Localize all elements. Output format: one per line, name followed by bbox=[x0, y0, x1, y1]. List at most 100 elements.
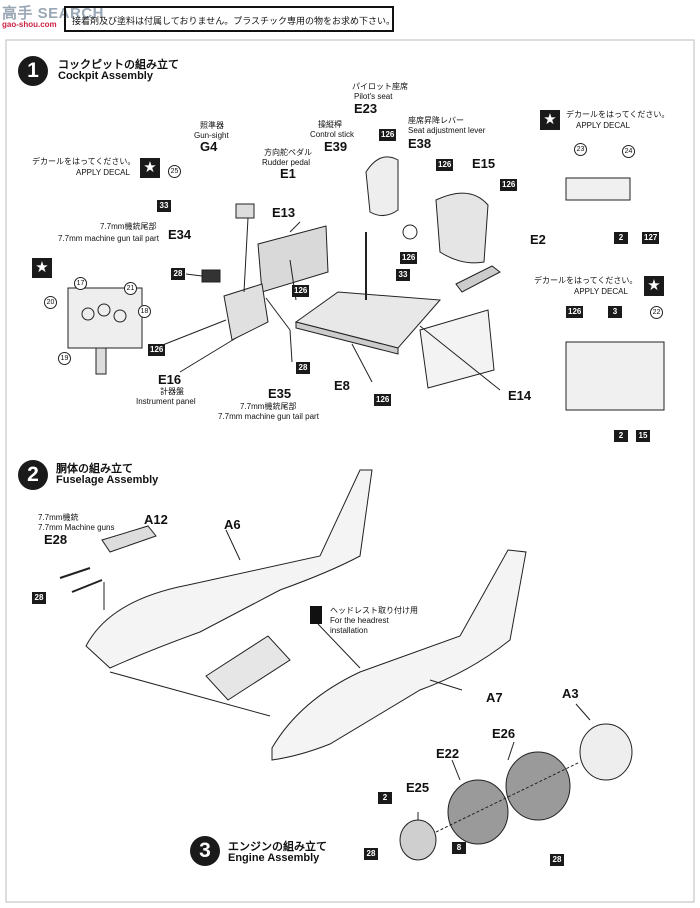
decal-number-17: 17 bbox=[74, 277, 87, 290]
color-tag-28: 28 bbox=[32, 592, 46, 604]
pilot-seat-en: Pilot's seat bbox=[354, 92, 393, 101]
instrument-panel-en: Instrument panel bbox=[136, 397, 196, 406]
color-tag-28: 28 bbox=[296, 362, 310, 374]
decal-number-23: 23 bbox=[574, 143, 587, 156]
machine-guns-en: 7.7mm Machine guns bbox=[38, 523, 115, 532]
decal-number-21: 21 bbox=[124, 282, 137, 295]
decal-note-topright-en: APPLY DECAL bbox=[576, 121, 630, 130]
color-tag-126: 126 bbox=[500, 179, 518, 191]
color-tag-8: 8 bbox=[452, 842, 466, 854]
mg-tail-right-jp: 7.7mm機銃尾部 bbox=[240, 402, 297, 411]
engine-row-e26 bbox=[505, 751, 571, 821]
seat-lever-jp: 座席昇降レバー bbox=[408, 116, 464, 125]
part-label-g4: G4 bbox=[200, 139, 218, 154]
cockpit-assembly-installed bbox=[205, 635, 291, 701]
decal-note-right-jp: デカールをはってください。 bbox=[534, 276, 638, 285]
mg-gun-2 bbox=[71, 579, 103, 593]
color-tag-28: 28 bbox=[550, 854, 564, 866]
step-2-title-jp: 胴体の組み立て bbox=[56, 463, 133, 475]
part-label-e22: E22 bbox=[436, 746, 460, 761]
color-tag-33: 33 bbox=[157, 200, 171, 212]
mg-tail-left-jp: 7.7mm機銃尾部 bbox=[100, 222, 157, 231]
step-3-title-jp: エンジンの組み立て bbox=[228, 841, 327, 853]
part-label-a12: A12 bbox=[144, 512, 168, 527]
cockpit-floor-edge bbox=[295, 321, 399, 355]
color-tag-2: 2 bbox=[378, 792, 392, 804]
star-icon: ★ bbox=[140, 158, 160, 178]
part-label-e14: E14 bbox=[508, 388, 532, 403]
part-label-e28: E28 bbox=[44, 532, 68, 547]
glue-icon bbox=[310, 606, 322, 624]
decal-note-topright-jp: デカールをはってください。 bbox=[566, 110, 670, 119]
star-icon: ★ bbox=[644, 276, 664, 296]
part-label-e16: E16 bbox=[158, 372, 182, 387]
color-tag-126: 126 bbox=[436, 159, 454, 171]
headrest-note-jp: ヘッドレスト取り付け用 bbox=[330, 606, 418, 615]
step-2-title-en: Fuselage Assembly bbox=[56, 474, 159, 486]
cockpit-floor bbox=[294, 291, 442, 349]
pilot-seat-jp: パイロット座席 bbox=[352, 82, 408, 91]
part-label-a3: A3 bbox=[562, 686, 579, 701]
decal-number-18: 18 bbox=[138, 305, 151, 318]
step-2-badge: 2 bbox=[18, 460, 48, 490]
part-label-a6: A6 bbox=[224, 517, 241, 532]
instrument-support bbox=[223, 283, 269, 341]
decal-note-left-jp: デカールをはってください。 bbox=[32, 157, 136, 166]
decal-panel-top bbox=[565, 177, 631, 201]
rudder-pedal-en: Rudder pedal bbox=[262, 158, 311, 167]
gun-tail-e34 bbox=[201, 269, 221, 283]
seat-lever-e38 bbox=[402, 224, 418, 240]
header-bar: 高手 SEARCH gao-shou.com 接着剤及び塗料は付属しておりません… bbox=[0, 0, 700, 36]
notice-box: 接着剤及び塗料は付属しておりません。プラスチック専用の物をお求め下さい。 bbox=[64, 6, 394, 32]
color-tag-126: 126 bbox=[400, 252, 418, 264]
part-label-e25: E25 bbox=[406, 780, 430, 795]
step-3-title-en: Engine Assembly bbox=[228, 852, 320, 864]
bulkhead-e15 bbox=[435, 192, 489, 264]
part-label-e15: E15 bbox=[472, 156, 496, 171]
cowling-a3 bbox=[579, 723, 633, 781]
part-label-a7: A7 bbox=[486, 690, 503, 705]
watermark-url: gao-shou.com bbox=[2, 20, 57, 29]
control-stick-en: Control stick bbox=[310, 130, 355, 139]
fuselage-a7 bbox=[271, 549, 527, 761]
instrument-panel-detail bbox=[67, 287, 143, 349]
gunsight-g4 bbox=[235, 203, 255, 219]
page-border bbox=[5, 39, 695, 903]
part-e2 bbox=[455, 265, 501, 293]
step-3-badge: 3 bbox=[190, 836, 220, 866]
seat-lever-en: Seat adjustment lever bbox=[408, 126, 486, 135]
headrest-note-en-2: installation bbox=[330, 626, 368, 635]
part-label-e23: E23 bbox=[354, 101, 378, 116]
gear-e25 bbox=[399, 819, 437, 861]
machine-guns-jp: 7.7mm機銃 bbox=[38, 513, 79, 522]
decal-note-right-en: APPLY DECAL bbox=[574, 287, 628, 296]
color-tag-126: 126 bbox=[292, 285, 310, 297]
star-icon: ★ bbox=[32, 258, 52, 278]
watermark-brand: 高手 SEARCH bbox=[2, 5, 105, 22]
gunsight-jp: 照準器 bbox=[200, 121, 224, 130]
step-1-title-en: Cockpit Assembly bbox=[58, 70, 153, 82]
fuselage-a6 bbox=[85, 469, 373, 669]
color-tag-126: 126 bbox=[379, 129, 397, 141]
color-tag-2: 2 bbox=[614, 430, 628, 442]
color-tag-126: 126 bbox=[566, 306, 584, 318]
part-label-e34: E34 bbox=[168, 227, 192, 242]
color-tag-3: 3 bbox=[608, 306, 622, 318]
pilot-seat-e23 bbox=[365, 156, 399, 216]
part-label-e39: E39 bbox=[324, 139, 348, 154]
color-tag-28: 28 bbox=[171, 268, 185, 280]
color-tag-15: 15 bbox=[636, 430, 650, 442]
step-1-title-jp: コックピットの組み立て bbox=[58, 59, 179, 71]
gunsight-en: Gun-sight bbox=[194, 131, 229, 140]
part-label-e1: E1 bbox=[280, 166, 296, 181]
part-label-e8: E8 bbox=[334, 378, 350, 393]
mg-gun-1 bbox=[59, 567, 91, 579]
decal-number-22: 22 bbox=[650, 306, 663, 319]
decal-number-25: 25 bbox=[168, 165, 181, 178]
step-1-badge: 1 bbox=[18, 56, 48, 86]
decal-note-left-en: APPLY DECAL bbox=[76, 168, 130, 177]
star-icon: ★ bbox=[540, 110, 560, 130]
color-tag-28: 28 bbox=[364, 848, 378, 860]
